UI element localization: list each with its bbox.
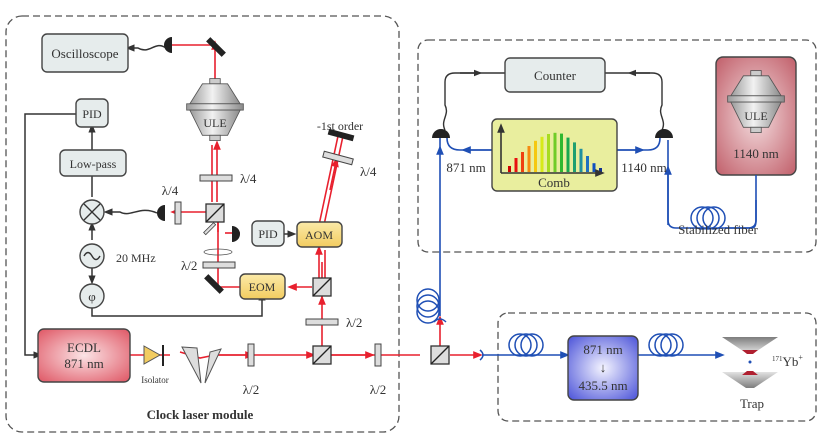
electronics-wiring (24, 44, 297, 359)
svg-text:λ/4: λ/4 (360, 164, 377, 179)
svg-text:Isolator: Isolator (141, 375, 169, 385)
eom-box: EOM (239, 273, 286, 300)
waveplates: λ/4 λ/4 λ/2 λ/2 λ/2 λ/2 λ/4 (162, 150, 386, 397)
pid-mid-box: PID (251, 220, 285, 247)
svg-text:λ/2: λ/2 (370, 382, 386, 397)
svg-text:Counter: Counter (534, 68, 577, 83)
mirror-first-order (327, 128, 355, 142)
phase-shifter: φ (79, 283, 105, 309)
mixer-symbol (79, 199, 105, 225)
svg-text:λ/4: λ/4 (162, 183, 179, 198)
stabilized-fiber-label: Stabilized fiber (678, 222, 758, 237)
trap-module-frame (497, 312, 817, 422)
pickoff-plate (203, 222, 217, 236)
comb-tooth (508, 166, 511, 172)
ecdl-laser: ECDL 871 nm (37, 328, 131, 383)
comb-tooth (573, 142, 576, 172)
svg-text:λ/2: λ/2 (346, 315, 362, 330)
svg-text:ECDL: ECDL (67, 340, 101, 355)
comb-tooth (540, 136, 544, 172)
photodiode-oscilloscope (164, 37, 172, 53)
first-order-label: -1st order (317, 119, 363, 133)
svg-text:φ: φ (88, 289, 96, 304)
clock-laser-module-title: Clock laser module (147, 407, 254, 422)
svg-text:PID: PID (258, 227, 278, 241)
ule-cavity-clock: ULE (186, 78, 244, 141)
optical-isolator: Isolator (141, 345, 169, 385)
svg-text:EOM: EOM (249, 280, 276, 294)
photodiode-pid (232, 226, 240, 242)
aom-box: AOM (296, 221, 343, 248)
label-871nm: 871 nm (446, 160, 485, 175)
beamsplitter-aom (312, 277, 332, 297)
counter-box: Counter (504, 57, 606, 93)
svg-text:1140 nm: 1140 nm (733, 146, 778, 161)
shg-box: 871 nm ↓ 435.5 nm (567, 335, 639, 401)
svg-text:ULE: ULE (744, 109, 767, 123)
oscillator-symbol (79, 243, 105, 269)
comb-tooth (560, 133, 563, 172)
fiber-ule-out (725, 175, 757, 229)
svg-text:Comb: Comb (538, 175, 570, 190)
svg-text:871 nm: 871 nm (64, 356, 103, 371)
comb-tooth (586, 156, 589, 172)
beamsplitter-cavity (205, 203, 225, 223)
comb-tooth (553, 132, 557, 172)
svg-text:Low-pass: Low-pass (70, 157, 117, 171)
comb-tooth (521, 152, 524, 172)
prism-pair (181, 346, 222, 384)
svg-text:AOM: AOM (305, 228, 333, 242)
comb-box: Comb (491, 118, 618, 192)
photodiode-871 (432, 129, 450, 138)
ule-1140-box: ULE 1140 nm (715, 56, 797, 176)
comb-tooth (592, 163, 596, 172)
pid-top-box: PID (75, 98, 109, 128)
svg-text:871 nm: 871 nm (583, 342, 622, 357)
laser-beams (104, 40, 483, 359)
beamsplitter-main (312, 345, 332, 365)
label-1140nm: 1140 nm (621, 160, 666, 175)
svg-text:λ/4: λ/4 (240, 171, 257, 186)
fiber-coupler-horizontal (479, 349, 484, 361)
fiber-coil-trap-in (508, 333, 544, 357)
svg-text:↓: ↓ (600, 360, 607, 375)
fiber-coil-vertical (416, 288, 440, 324)
low-pass-box: Low-pass (59, 149, 127, 177)
svg-text:435.5 nm: 435.5 nm (578, 378, 627, 393)
comb-tooth (579, 148, 583, 172)
photodiode-mixer (157, 205, 165, 221)
oscillator-frequency: 20 MHz (116, 251, 156, 265)
photodiode-1140 (655, 129, 673, 138)
svg-text:λ/2: λ/2 (181, 258, 197, 273)
svg-text:ULE: ULE (203, 116, 226, 130)
comb-module-frame (417, 39, 817, 253)
beamsplitter-fiber (430, 345, 450, 365)
ion-trap (722, 337, 778, 388)
comb-tooth (599, 168, 602, 172)
lens (203, 248, 233, 256)
comb-spectrum (508, 132, 602, 172)
svg-text:λ/2: λ/2 (243, 382, 259, 397)
svg-text:PID: PID (82, 107, 102, 121)
comb-tooth (534, 140, 537, 172)
comb-tooth (527, 146, 531, 172)
svg-text:Oscilloscope: Oscilloscope (51, 46, 118, 61)
counter-wiring (442, 69, 665, 131)
fiber-coil-trap-out (648, 333, 684, 357)
mirror-eom (204, 274, 224, 294)
comb-tooth (566, 137, 570, 172)
ion-label: 171Yb+ (772, 353, 803, 369)
comb-tooth (514, 158, 518, 172)
trap-label: Trap (740, 396, 764, 411)
mirror-top (206, 37, 226, 57)
comb-tooth (547, 134, 550, 172)
clock-laser-module-frame (5, 15, 400, 433)
oscilloscope-box: Oscilloscope (41, 33, 129, 73)
fiber-coupler-vertical (433, 318, 447, 323)
